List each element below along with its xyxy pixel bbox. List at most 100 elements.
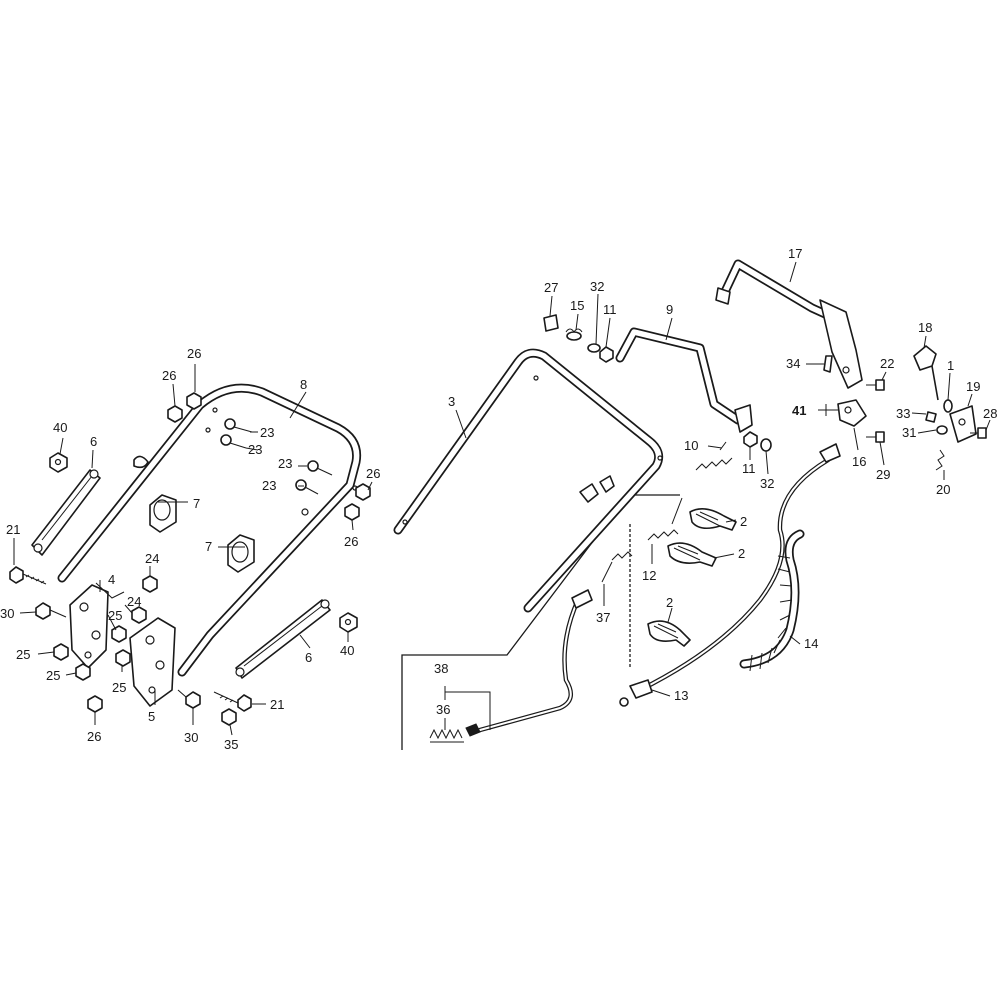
nut-24-a [142,575,158,593]
cable-clamp-lower [227,534,255,573]
callout-25: 25 [108,608,122,623]
nut-11-upper [599,346,614,363]
hardware-left [9,392,371,726]
callout-26: 26 [87,729,101,744]
pin-41 [818,404,838,416]
callout-23: 23 [278,456,292,471]
callout-26: 26 [344,534,358,549]
callout-10: 10 [684,438,698,453]
washer-32-lower [760,438,772,452]
nut-25-d [115,649,131,667]
callout-7: 7 [193,496,200,511]
bolt-29 [866,431,885,443]
cable-clip-2-c [647,620,691,647]
callout-41: 41 [792,403,806,418]
callout-23: 23 [260,425,274,440]
upper-handle-assembly: 27 32 15 11 9 17 3 18 34 22 1 19 41 33 2… [393,246,997,750]
callout-23: 23 [262,478,276,493]
callout-32: 32 [590,279,604,294]
callout-17: 17 [788,246,802,261]
callout-35: 35 [224,737,238,752]
brake-lever-9 [615,327,753,433]
cable-clip-2-b [667,542,717,567]
callout-18: 18 [918,320,932,335]
callout-29: 29 [876,467,890,482]
callout-26: 26 [162,368,176,383]
bolt-23-d [295,479,319,495]
callout-26: 26 [187,346,201,361]
callout-23: 23 [248,442,262,457]
callout-24: 24 [127,594,141,609]
pin-34 [823,355,833,373]
spring-37 [601,551,633,583]
callout-14: 14 [804,636,818,651]
cable-clip-2-a [689,508,737,531]
nut-26-c [355,483,371,501]
callout-20: 20 [936,482,950,497]
cable-clamp-upper [149,494,177,533]
callout-22: 22 [880,356,894,371]
bolt-30-left [35,602,67,620]
callout-25: 25 [46,668,60,683]
callout-16: 16 [852,454,866,469]
callout-27: 27 [544,280,558,295]
callout-34: 34 [786,356,800,371]
spring-15 [565,328,583,341]
nut-25-b [53,643,69,661]
callout-25: 25 [112,680,126,695]
wire-clip [133,455,149,469]
callout-2: 2 [738,546,745,561]
spring-10 [695,441,733,471]
bolt-28 [970,427,987,439]
callout-6: 6 [90,434,97,449]
callout-6: 6 [305,650,312,665]
callout-9: 9 [666,302,673,317]
callout-26: 26 [366,466,380,481]
callout-4: 4 [108,572,115,587]
callout-3: 3 [448,394,455,409]
arm-16 [837,399,867,427]
bolt-21-left [9,566,47,585]
nut-24-b [131,606,147,624]
bushing-27 [543,314,559,332]
nut-26-b [167,405,183,423]
spring-12 [647,497,683,541]
callout-21: 21 [6,522,20,537]
callout-1: 1 [947,358,954,373]
callout-2: 2 [740,514,747,529]
nut-26-a [186,392,202,410]
bolt-23-c [307,460,333,476]
protective-hose-14 [739,529,805,672]
washer-31 [936,425,948,435]
callout-32: 32 [760,476,774,491]
leader-lines-left [13,364,373,736]
link-bar-right [235,599,331,679]
callout-8: 8 [300,377,307,392]
assembly-frame [401,494,680,750]
bolt-23-b [220,434,247,449]
nut-35 [221,708,237,726]
spring-20 [935,449,945,471]
clutch-lever-17 [715,259,863,389]
nut-26-e [87,695,103,713]
callouts-left: 26 26 8 40 6 23 23 23 23 26 26 7 7 21 24… [0,346,380,752]
callout-19: 19 [966,379,980,394]
cable-end-36 [429,728,464,743]
callout-13: 13 [674,688,688,703]
callout-30: 30 [0,606,14,621]
callout-12: 12 [642,568,656,583]
pin-33 [925,411,937,423]
callout-2: 2 [666,595,673,610]
bolt-30-right [177,689,201,709]
callout-40: 40 [340,643,354,658]
callout-40: 40 [53,420,67,435]
bracket-right [129,617,176,707]
callout-31: 31 [902,425,916,440]
link-bar-left [31,469,101,556]
lower-handle-assembly: 26 26 8 40 6 23 23 23 23 26 26 7 7 21 24… [0,346,380,752]
nut-26-d [344,503,360,521]
leader-lines-right [444,261,991,730]
bolt-23-a [224,418,253,433]
callout-11: 11 [603,302,617,317]
